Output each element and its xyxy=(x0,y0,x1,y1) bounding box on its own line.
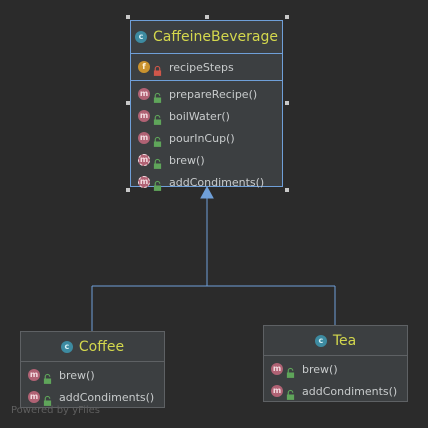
selection-handle[interactable] xyxy=(126,188,130,192)
class-c-icon: c xyxy=(314,334,327,347)
abstract-method-icon: m xyxy=(138,154,150,166)
method-name: pourInCup() xyxy=(169,131,235,145)
class-c-icon: c xyxy=(135,31,148,43)
public-lock-icon xyxy=(286,363,296,378)
methods-section: m brew() m addCondiments() xyxy=(21,362,164,410)
method-m-icon: m xyxy=(28,391,40,403)
method-name: addCondiments() xyxy=(302,384,398,398)
selection-handle[interactable] xyxy=(126,101,130,105)
method-m-icon: m xyxy=(138,110,150,122)
inheritance-arrow-icon xyxy=(200,185,214,199)
method-m-icon: m xyxy=(138,88,150,100)
class-coffee[interactable]: c Coffee m brew() m addCondiments() xyxy=(20,331,165,408)
class-name: Coffee xyxy=(78,338,125,355)
private-lock-icon xyxy=(153,61,163,76)
method-row[interactable]: m brew() xyxy=(131,149,282,171)
method-name: prepareRecipe() xyxy=(169,87,258,101)
method-name: addCondiments() xyxy=(59,390,155,404)
public-lock-icon xyxy=(153,110,163,125)
method-m-icon: m xyxy=(271,385,283,397)
selection-handle[interactable] xyxy=(126,15,130,19)
public-lock-icon xyxy=(153,176,163,191)
public-lock-icon xyxy=(153,132,163,147)
watermark: Powered by yFiles xyxy=(11,405,100,416)
method-row[interactable]: m addCondiments() xyxy=(264,380,407,402)
public-lock-icon xyxy=(43,391,53,406)
method-name: brew() xyxy=(169,153,205,167)
public-lock-icon xyxy=(286,385,296,400)
method-name: addCondiments() xyxy=(169,175,265,189)
selection-handle[interactable] xyxy=(285,188,289,192)
class-caffeinebeverage[interactable]: c CaffeineBeverage f recipeSteps m prepare… xyxy=(130,20,283,191)
method-row[interactable]: m brew() xyxy=(264,358,407,380)
method-name: brew() xyxy=(59,368,95,382)
field-f-icon: f xyxy=(138,61,150,73)
abstract-method-icon: m xyxy=(138,176,150,188)
field-name: recipeSteps xyxy=(169,60,234,74)
method-m-icon: m xyxy=(28,369,40,381)
method-name: brew() xyxy=(302,362,338,376)
field-row[interactable]: f recipeSteps xyxy=(131,56,282,78)
method-name: boilWater() xyxy=(169,109,230,123)
method-row[interactable]: m brew() xyxy=(21,364,164,386)
method-m-icon: m xyxy=(138,132,150,144)
selection-handle[interactable] xyxy=(285,101,289,105)
method-row[interactable]: m pourInCup() xyxy=(131,127,282,149)
selection-handle[interactable] xyxy=(205,15,209,19)
method-m-icon: m xyxy=(271,363,283,375)
public-lock-icon xyxy=(43,369,53,384)
methods-section: m brew() m addCondiments() xyxy=(264,356,407,404)
public-lock-icon xyxy=(153,154,163,169)
class-name: Tea xyxy=(332,332,357,349)
method-row[interactable]: m boilWater() xyxy=(131,105,282,127)
selection-handle[interactable] xyxy=(285,15,289,19)
fields-section: f recipeSteps xyxy=(131,54,282,81)
class-tea[interactable]: c Tea m brew() m addCondiments() xyxy=(263,325,408,402)
class-header: c CaffeineBeverage xyxy=(131,21,282,54)
public-lock-icon xyxy=(153,88,163,103)
class-header: c Tea xyxy=(264,326,407,356)
method-row[interactable]: m addCondiments() xyxy=(21,386,164,408)
method-row[interactable]: m prepareRecipe() xyxy=(131,83,282,105)
class-header: c Coffee xyxy=(21,332,164,362)
methods-section: m prepareRecipe() m boilWater() m pourInCup()… xyxy=(131,81,282,195)
method-row[interactable]: m addCondiments() xyxy=(131,171,282,193)
class-c-icon: c xyxy=(60,340,73,353)
class-name: CaffeineBeverage xyxy=(153,29,278,45)
